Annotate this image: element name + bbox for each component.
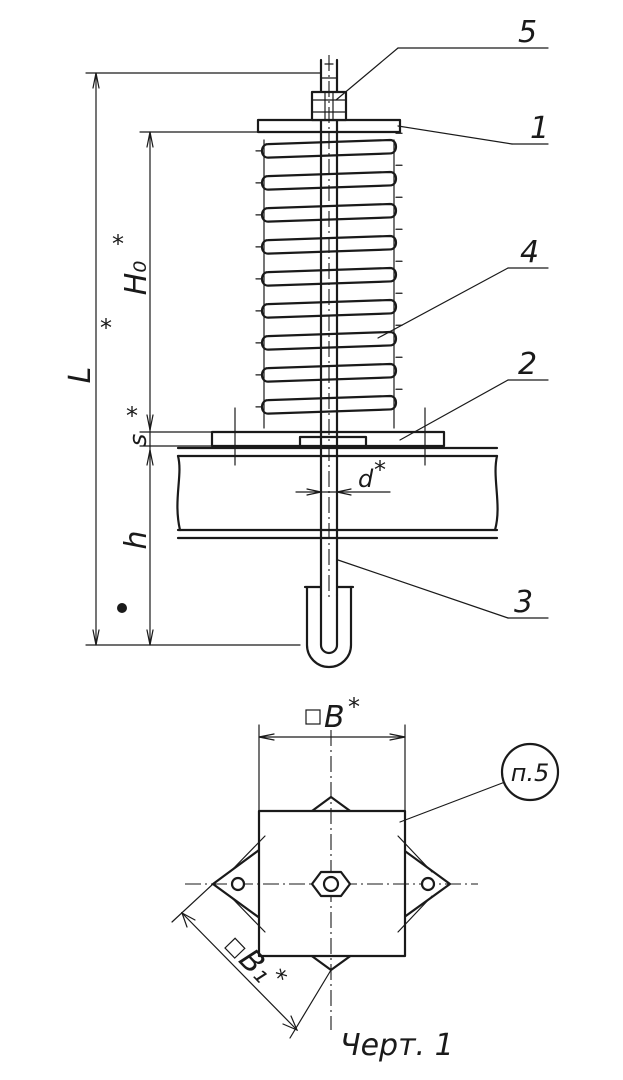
dimension-H0 [139,131,263,431]
bolt-hole-right [420,876,436,892]
dim-label-L: L [63,367,98,384]
callout-5: 5 [518,15,537,50]
dim-label-h: h [119,530,154,549]
dim-star-L: * [100,314,112,342]
square-symbol-B1 [224,937,246,959]
dimension-d [295,488,391,496]
callout-3: 3 [514,585,533,620]
callout-1: 1 [530,111,549,146]
note-circle [500,742,560,802]
dot-marker [117,603,127,613]
callout-4: 4 [520,235,539,270]
front-view: L * H₀ * s * h [63,15,549,669]
callout-2: 2 [518,347,537,382]
dim-label-s: s [124,434,152,447]
dim-star-B: * [348,693,360,721]
dim-label-d: d [358,465,374,493]
spring [255,132,403,429]
figure-caption: Черт. 1 [340,1028,454,1063]
dimension-h [146,449,154,646]
note-label: п.5 [511,759,550,787]
bolt-hole-left [230,876,246,892]
dim-label-H0: H₀ [119,261,154,296]
dim-star-d: * [374,456,386,484]
plan-view: B * B₁ * п.5 Черт. 1 [171,693,560,1063]
square-symbol-B [305,709,321,725]
dimension-L [85,72,321,646]
dim-star-H0: * [112,230,124,258]
hook [303,585,355,669]
dim-star-s: * [126,402,138,430]
dim-label-B: B [324,700,345,735]
